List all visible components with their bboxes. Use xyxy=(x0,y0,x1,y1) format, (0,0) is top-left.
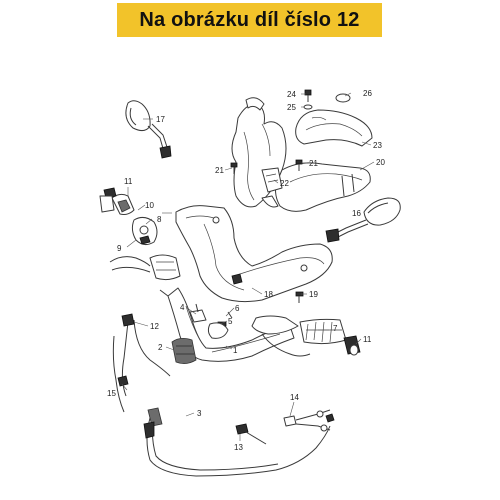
callout-11-left: 11 xyxy=(124,177,133,186)
callout-22: 22 xyxy=(280,179,289,188)
part-11-bar-end xyxy=(343,335,361,356)
part-18-lower-cover xyxy=(175,205,333,303)
callout-7: 7 xyxy=(333,324,338,333)
part-16-right-mirror xyxy=(325,197,401,243)
callout-14: 14 xyxy=(290,393,299,402)
part-9-left-grip xyxy=(109,254,181,281)
header-title: Na obrázku díl číslo 12 xyxy=(139,9,360,31)
part-14-switch xyxy=(283,409,335,432)
callout-5: 5 xyxy=(228,317,233,326)
part-11-left-switch-cap xyxy=(99,187,117,213)
callout-2: 2 xyxy=(158,343,163,352)
part-20-meter-cover xyxy=(261,162,371,212)
part-13-sensor xyxy=(235,423,267,445)
callout-21-left: 21 xyxy=(215,166,224,175)
part-10-left-switch xyxy=(111,193,135,215)
callout-1: 1 xyxy=(233,346,238,355)
callout-9: 9 xyxy=(117,244,122,253)
callout-24: 24 xyxy=(287,90,296,99)
part-24-screw xyxy=(304,89,312,102)
callout-25: 25 xyxy=(287,103,296,112)
callout-3: 3 xyxy=(197,409,202,418)
leader-lines xyxy=(121,92,375,441)
callout-17: 17 xyxy=(156,115,165,124)
part-8-switch-housing xyxy=(131,216,158,246)
callout-12: 12 xyxy=(150,322,159,331)
callout-16: 16 xyxy=(352,209,361,218)
part-22-bracket xyxy=(261,167,283,193)
part-21-screw-left xyxy=(230,162,238,174)
callout-13: 13 xyxy=(234,443,243,452)
callout-8: 8 xyxy=(157,215,162,224)
callout-10: 10 xyxy=(145,201,154,210)
callout-18: 18 xyxy=(264,290,273,299)
part-19-screw xyxy=(295,291,304,303)
callout-11-right: 11 xyxy=(363,335,372,344)
part-2-holder xyxy=(171,338,197,364)
callout-4: 4 xyxy=(180,303,185,312)
part-25-washer xyxy=(303,104,313,110)
callout-15: 15 xyxy=(107,389,116,398)
callout-19: 19 xyxy=(309,290,318,299)
part-15-cable xyxy=(112,335,125,413)
callout-26: 26 xyxy=(363,89,372,98)
callout-6: 6 xyxy=(235,304,240,313)
part-23-upper-cover xyxy=(295,109,373,147)
callout-23: 23 xyxy=(373,141,382,150)
part-3-throttle-cable xyxy=(143,407,331,477)
header-banner: Na obrázku díl číslo 12 xyxy=(117,3,382,37)
part-17-left-mirror xyxy=(125,100,172,159)
part-26-emblem xyxy=(335,93,351,103)
part-21-screw-right xyxy=(295,159,303,171)
part-12-cable xyxy=(117,313,171,397)
callout-21-right: 21 xyxy=(309,159,318,168)
callout-20: 20 xyxy=(376,158,385,167)
part-4-clamp xyxy=(189,303,207,323)
